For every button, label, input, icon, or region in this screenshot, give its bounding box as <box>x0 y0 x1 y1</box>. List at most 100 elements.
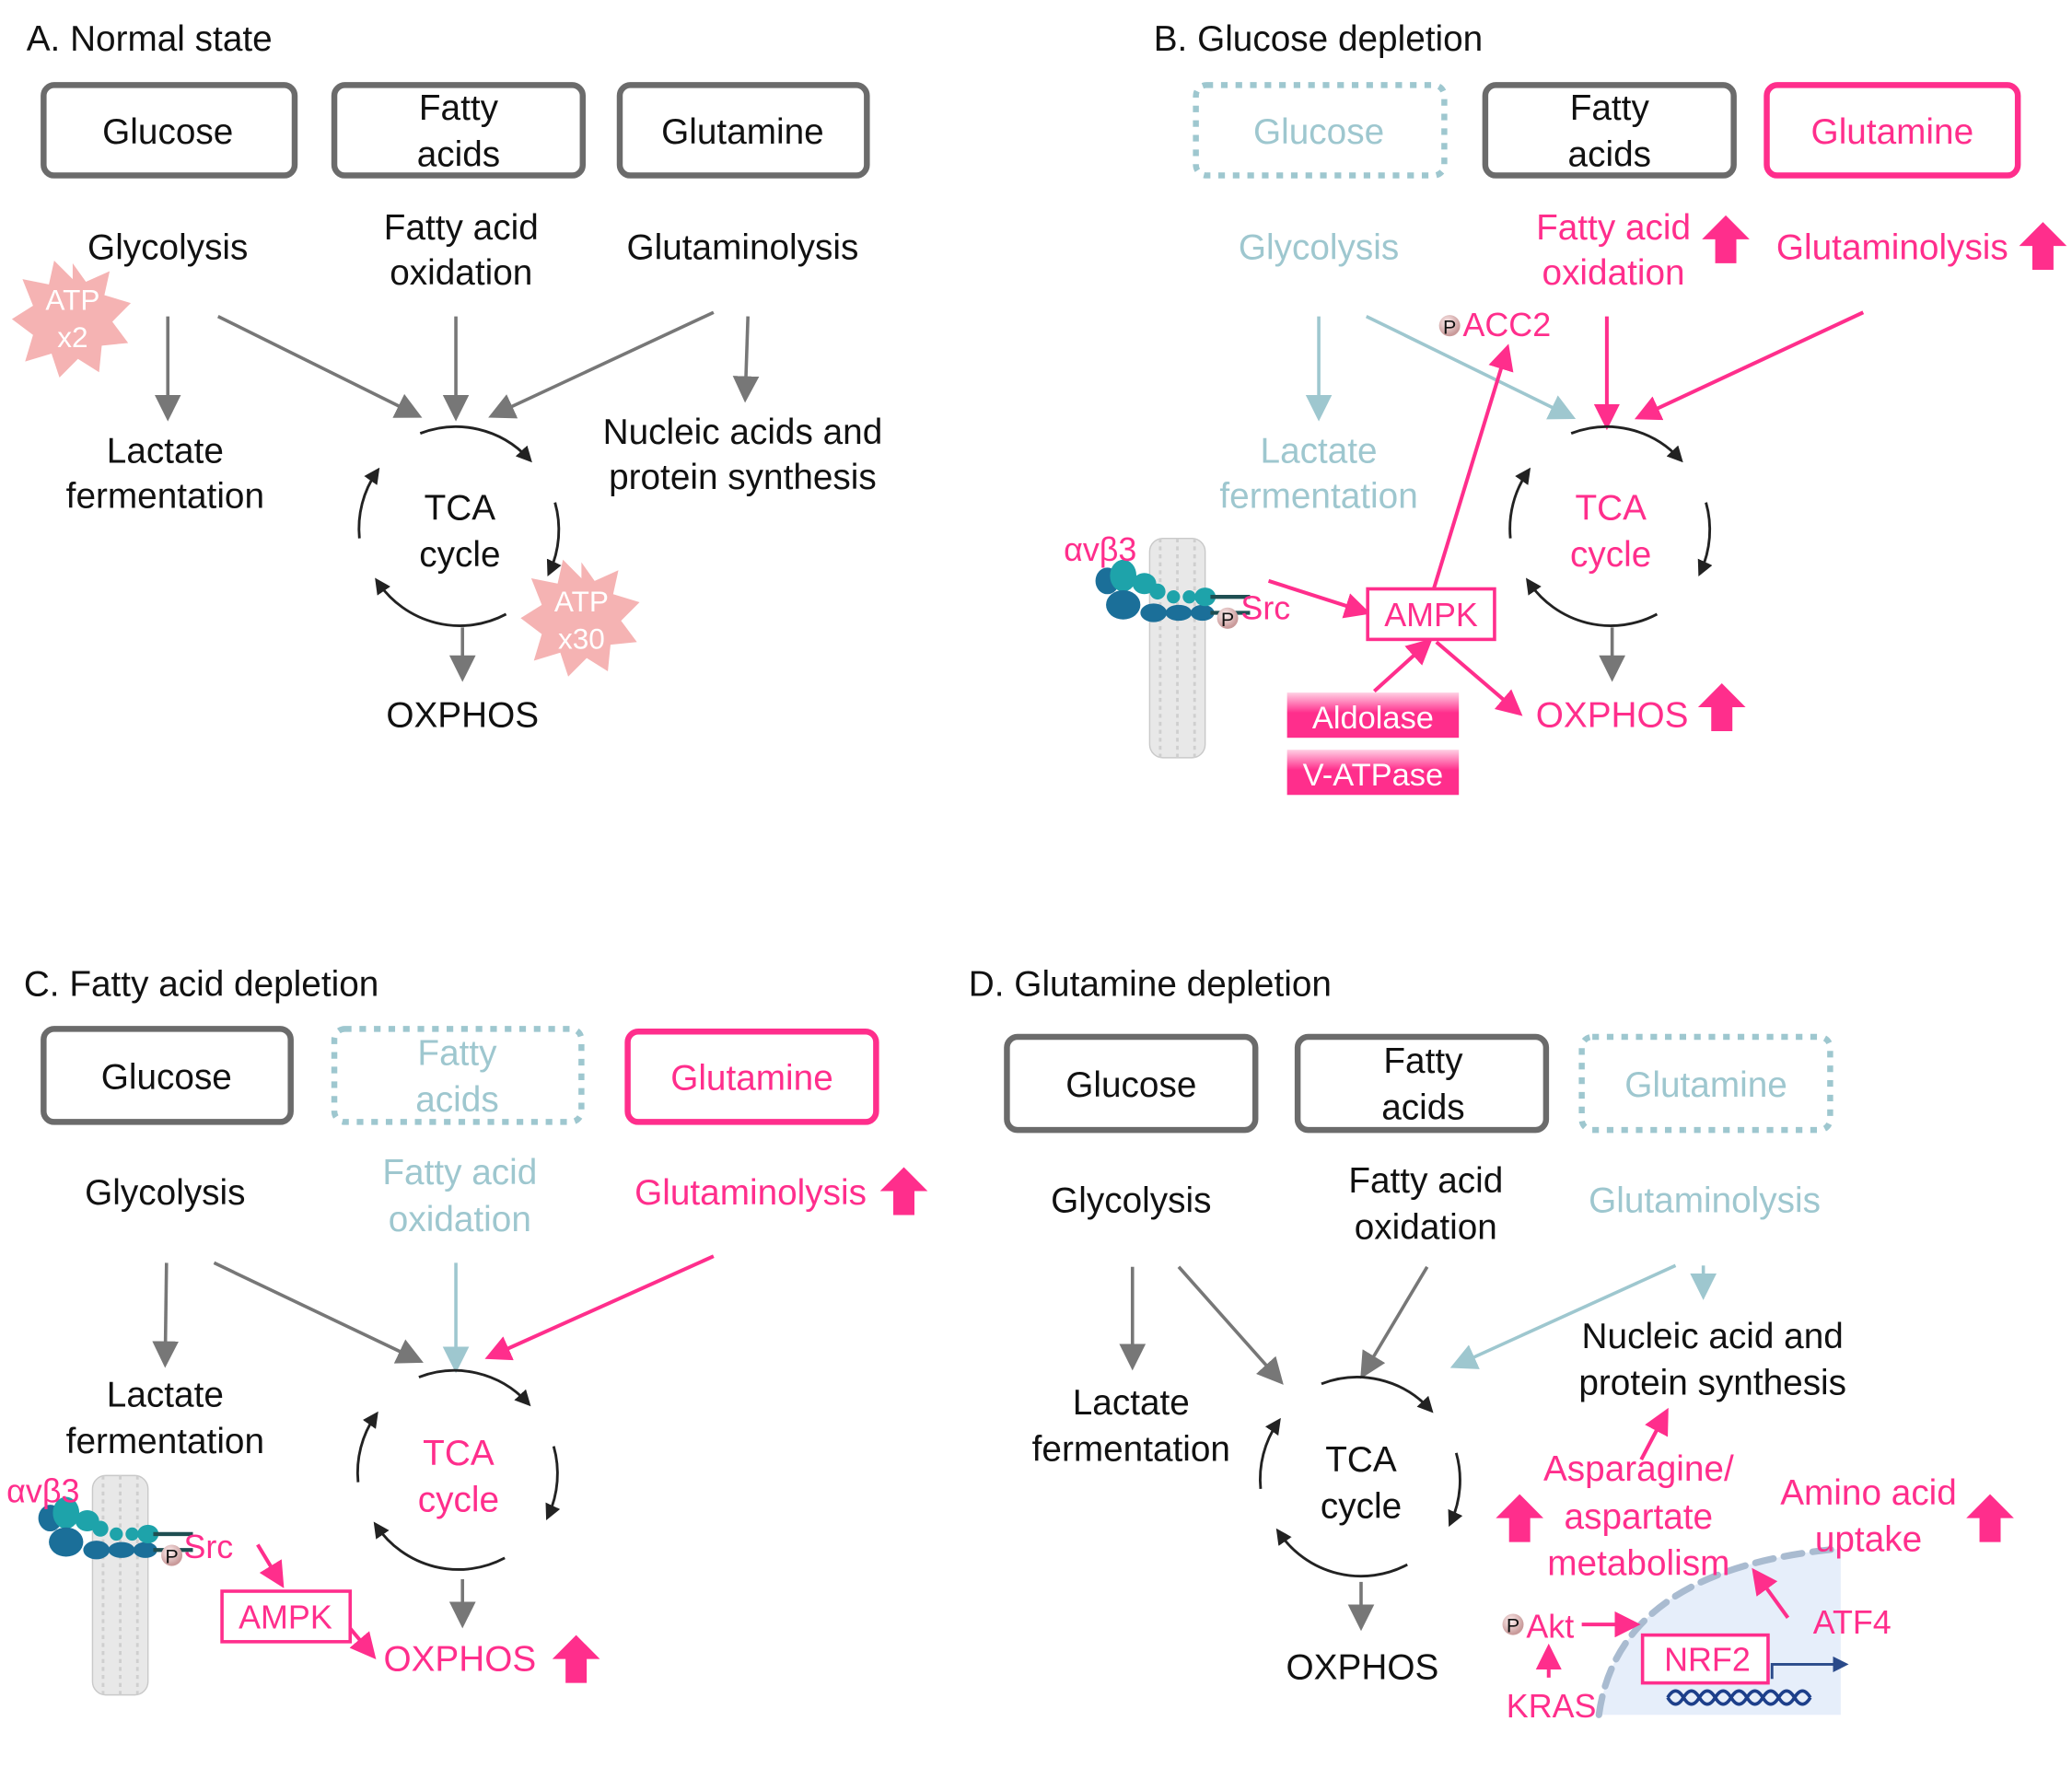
acc2-label: ACC2 <box>1462 306 1551 343</box>
nucleic-label: Nucleic acids and <box>603 413 883 452</box>
fatty-acids-label: acids <box>1381 1088 1464 1127</box>
up-arrow-icon <box>2019 222 2067 271</box>
lactate-label: Lactate <box>1073 1383 1190 1423</box>
fao-label: Fatty acid <box>384 208 539 248</box>
glucose-label: Glucose <box>1065 1065 1196 1105</box>
up-arrow-icon <box>1702 215 1750 263</box>
arrow <box>1435 640 1523 716</box>
panel-a-normal-state: A. Normal state Glucose Fatty acids Glut… <box>11 19 883 736</box>
glutaminolysis-label: Glutaminolysis <box>1776 227 2008 267</box>
panel-title: D. Glutamine depletion <box>969 964 1332 1004</box>
fatty-acids-label: Fatty <box>417 1033 497 1073</box>
oxphos-label: OXPHOS <box>1536 696 1689 736</box>
arrow <box>1267 578 1371 619</box>
svg-text:P: P <box>1443 315 1456 338</box>
fao-label: oxidation <box>1542 253 1685 293</box>
up-arrow-icon <box>1966 1494 2014 1542</box>
ampk-box <box>1366 587 1496 642</box>
glycolysis-label: Glycolysis <box>85 1173 245 1213</box>
svg-text:ATP: ATP <box>554 585 609 618</box>
arrow <box>256 1543 285 1588</box>
svg-text:ATP: ATP <box>45 283 99 316</box>
panel-title: B. Glucose depletion <box>1154 19 1484 59</box>
fatty-acids-label: acids <box>417 134 500 174</box>
tca-label: cycle <box>418 1480 499 1519</box>
ampk-box <box>220 1589 353 1644</box>
arrow <box>484 1254 715 1361</box>
oxphos-label: OXPHOS <box>1286 1647 1439 1687</box>
kras-label: KRAS <box>1507 1687 1597 1725</box>
integrin-label: αvβ3 <box>1064 530 1136 568</box>
tca-label: cycle <box>1321 1486 1402 1526</box>
glutaminolysis-label: Glutaminolysis <box>1589 1181 1821 1220</box>
arrow <box>1639 1407 1669 1461</box>
panel-title: A. Normal state <box>27 19 273 59</box>
glucose-label: Glucose <box>102 112 233 152</box>
ampk-label: AMPK <box>239 1598 332 1635</box>
phospho-icon <box>161 1544 183 1566</box>
aldolase-label: Aldolase <box>1312 701 1434 736</box>
tca-label: TCA <box>1575 488 1647 528</box>
lactate-label: fermentation <box>1032 1429 1230 1469</box>
up-arrow-icon <box>552 1634 600 1683</box>
glutamine-label: Glutamine <box>1811 112 1974 152</box>
oxphos-label: OXPHOS <box>386 696 539 736</box>
glutaminolysis-label: Glutaminolysis <box>634 1173 867 1213</box>
arrow <box>488 310 715 419</box>
fao-label: oxidation <box>1355 1207 1497 1247</box>
svg-text:P: P <box>165 1545 178 1568</box>
fatty-acids-box-depleted <box>331 1026 585 1125</box>
v-atpase-label: V-ATPase <box>1303 758 1443 793</box>
src-label: Src <box>183 1528 233 1565</box>
fatty-acids-box <box>331 82 587 179</box>
v-atpase-box <box>1286 750 1460 796</box>
fatty-acids-box <box>1482 82 1737 179</box>
nrf2-label: NRF2 <box>1664 1641 1751 1679</box>
fao-label: oxidation <box>390 253 532 293</box>
glycolysis-label: Glycolysis <box>1239 227 1399 267</box>
lactate-label: Lactate <box>107 1375 224 1414</box>
glucose-box-depleted <box>1193 82 1448 179</box>
fatty-acids-label: Fatty <box>1383 1041 1463 1081</box>
fatty-acids-label: Fatty <box>419 88 499 128</box>
aldolase-box <box>1286 692 1460 739</box>
up-arrow-icon <box>1697 683 1746 731</box>
glutamine-box-depleted <box>1578 1033 1833 1134</box>
phospho-icon <box>1216 607 1239 629</box>
glutamine-box-upregulated <box>1764 82 2021 179</box>
glucose-label: Glucose <box>101 1057 232 1097</box>
atp-x2-burst: ATP x2 <box>11 260 132 378</box>
fatty-acids-label: Fatty <box>1570 88 1650 128</box>
lactate-label: fermentation <box>66 1422 264 1461</box>
glycolysis-label: Glycolysis <box>1051 1181 1211 1220</box>
panel-b-glucose-depletion: B. Glucose depletion Glucose Fatty acids… <box>1064 19 2067 796</box>
glutamine-box <box>616 82 870 179</box>
glutamine-label: Glutamine <box>670 1059 833 1099</box>
panel-d-glutamine-depletion: D. Glutamine depletion Glucose Fatty aci… <box>969 964 2014 1725</box>
svg-text:P: P <box>1221 608 1234 631</box>
arrow <box>732 316 760 403</box>
arrow <box>1449 1263 1677 1369</box>
oxphos-label: OXPHOS <box>383 1640 536 1680</box>
amino-acid-uptake-label: uptake <box>1815 1520 1922 1560</box>
up-arrow-icon <box>879 1167 928 1216</box>
arrow <box>1373 638 1433 693</box>
arrow <box>1431 343 1514 590</box>
fatty-acids-label: acids <box>1568 134 1651 174</box>
phospho-icon <box>1438 315 1461 337</box>
tca-label: TCA <box>425 488 496 528</box>
panel-c-fatty-acid-depletion: C. Fatty acid depletion Glucose Fatty ac… <box>6 964 928 1697</box>
glucose-label: Glucose <box>1253 112 1384 152</box>
cell-membrane-icon <box>91 1473 150 1697</box>
asparagine-label: metabolism <box>1547 1544 1729 1584</box>
lactate-label: Lactate <box>107 431 224 471</box>
lactate-label: fermentation <box>66 476 264 516</box>
glucose-box <box>1004 1033 1259 1134</box>
arrow <box>1752 1567 1790 1620</box>
nucleic-label: Nucleic acid and <box>1582 1317 1844 1356</box>
src-label: Src <box>1240 589 1290 627</box>
glycolysis-label: Glycolysis <box>87 227 248 267</box>
atp-x30-burst: ATP x30 <box>520 559 640 677</box>
asparagine-label: aspartate <box>1565 1497 1714 1537</box>
fao-label: Fatty acid <box>1536 208 1691 248</box>
